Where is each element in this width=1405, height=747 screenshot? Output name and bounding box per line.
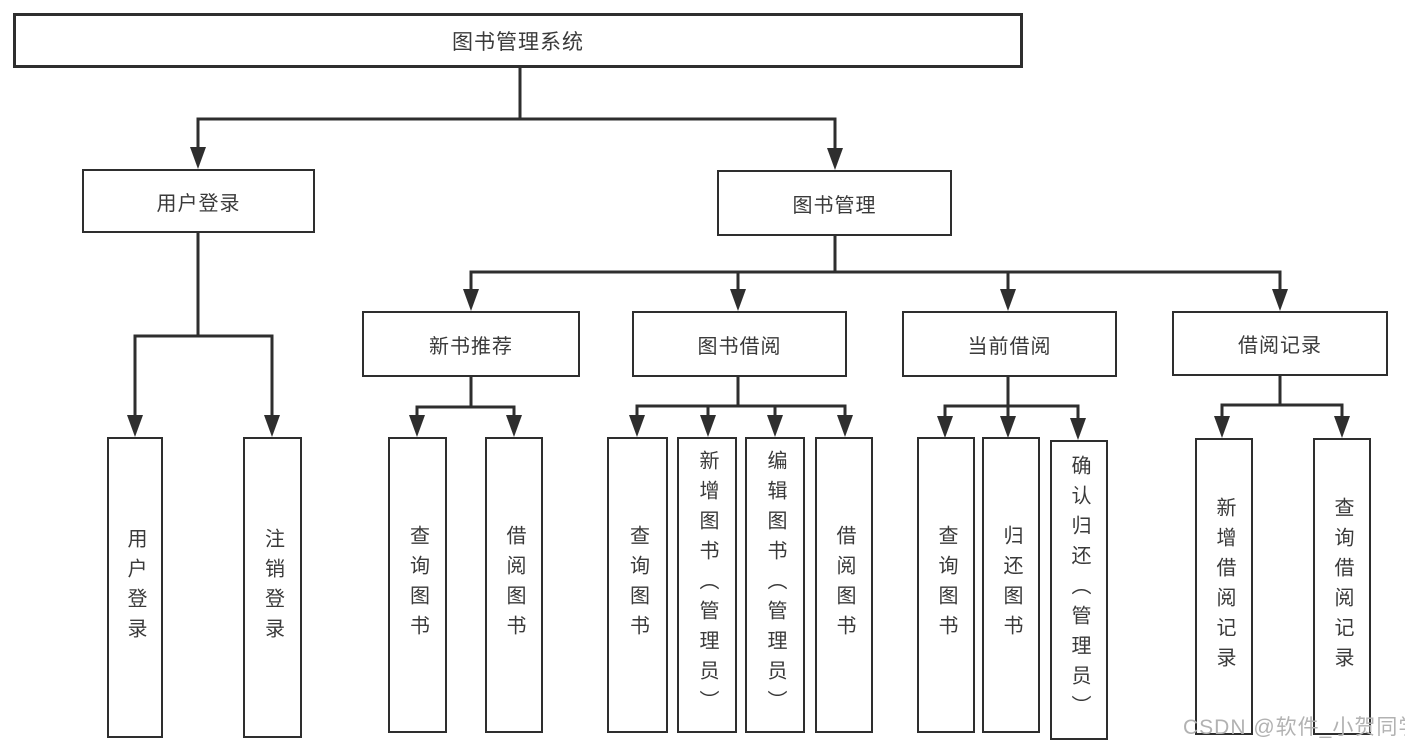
node-bb-add-books-admin: 新增图书（管理员） (677, 437, 737, 733)
arrowhead-icon (1272, 289, 1288, 311)
node-bb-borrow-books: 借阅图书 (815, 437, 873, 733)
arrowhead-icon (1214, 416, 1230, 438)
arrowhead-icon (463, 289, 479, 311)
node-label: 注销登录 (261, 527, 284, 648)
node-bb-edit-books-admin: 编辑图书（管理员） (745, 437, 805, 733)
node-label: 查询图书 (626, 525, 649, 645)
node-logout: 注销登录 (243, 437, 302, 738)
connector-bookborrow-children (635, 375, 847, 420)
node-borrowing-records: 借阅记录 (1172, 311, 1388, 376)
node-nb-query-books: 查询图书 (388, 437, 447, 733)
node-label: 查询借阅记录 (1331, 496, 1353, 677)
node-nb-borrow-books: 借阅图书 (485, 437, 543, 733)
node-cb-query-books: 查询图书 (917, 437, 975, 733)
node-label: 归还图书 (1000, 525, 1022, 645)
node-br-add-record: 新增借阅记录 (1195, 438, 1253, 735)
arrowhead-icon (937, 416, 953, 438)
node-label: 借阅图书 (503, 525, 525, 645)
connector-currentborrow-children (943, 375, 1080, 423)
arrowhead-icon (730, 289, 746, 311)
arrowhead-icon (700, 415, 716, 437)
node-user-login: 用户登录 (82, 169, 315, 233)
node-book-management: 图书管理 (717, 170, 952, 236)
node-label: 查询图书 (406, 525, 429, 645)
node-label: 确认归还（管理员） (1068, 455, 1090, 725)
arrowhead-icon (1000, 289, 1016, 311)
node-new-book-recommendation: 新书推荐 (362, 311, 580, 377)
connector-bookmgmt-children (469, 234, 1282, 294)
node-label: 新增借阅记录 (1213, 496, 1235, 677)
node-label: 查询图书 (935, 525, 957, 645)
arrowhead-icon (837, 415, 853, 437)
arrowhead-icon (1334, 416, 1350, 438)
node-br-query-record: 查询借阅记录 (1313, 438, 1371, 735)
arrowhead-icon (127, 415, 143, 437)
connector-strokes (133, 66, 1344, 423)
node-cb-confirm-return-admin: 确认归还（管理员） (1050, 440, 1108, 740)
arrowhead-icon (629, 415, 645, 437)
arrowhead-icon (827, 148, 843, 170)
node-library-management-system: 图书管理系统 (13, 13, 1023, 68)
arrowheads (127, 147, 1350, 440)
arrowhead-icon (1000, 416, 1016, 438)
arrowhead-icon (506, 415, 522, 437)
node-book-borrowing: 图书借阅 (632, 311, 847, 377)
connector-root-to-level2 (196, 66, 837, 153)
node-label: 用户登录 (124, 527, 146, 648)
node-current-borrowing: 当前借阅 (902, 311, 1117, 377)
csdn-watermark: CSDN @软件_小贺同学 (1183, 716, 1405, 739)
connector-userlogin-children (133, 231, 274, 420)
arrowhead-icon (409, 415, 425, 437)
arrowhead-icon (767, 415, 783, 437)
connector-newbook-children (415, 375, 516, 420)
node-bb-query-books: 查询图书 (607, 437, 668, 733)
node-label: 新增图书（管理员） (696, 450, 718, 720)
node-user-login-action: 用户登录 (107, 437, 163, 738)
node-label: 借阅图书 (833, 525, 855, 645)
arrowhead-icon (190, 147, 206, 169)
node-cb-return-books: 归还图书 (982, 437, 1040, 733)
arrowhead-icon (1070, 418, 1086, 440)
arrowhead-icon (264, 415, 280, 437)
connector-records-children (1220, 375, 1344, 421)
node-label: 编辑图书（管理员） (764, 450, 786, 720)
